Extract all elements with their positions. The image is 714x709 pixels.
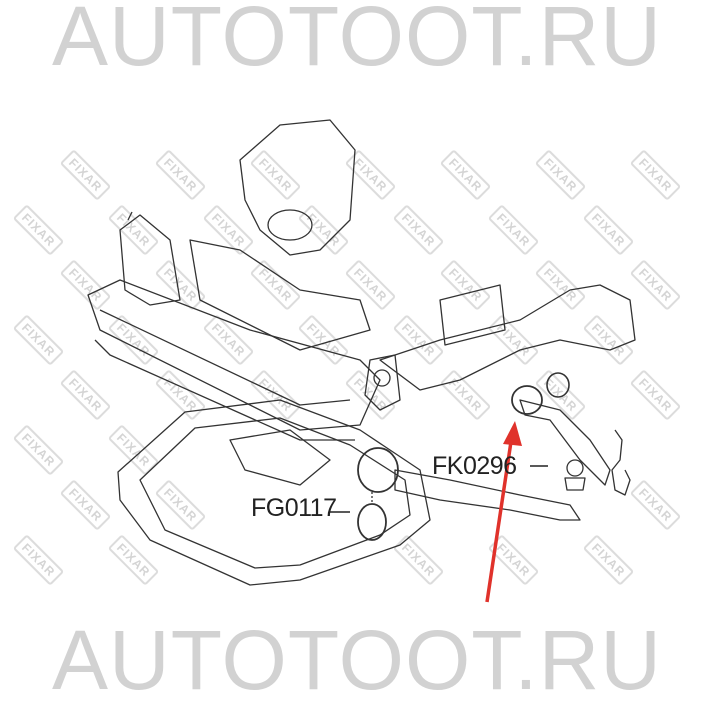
strut-tower: [239, 119, 356, 256]
skid-plate: [117, 399, 431, 586]
tension-strut: [394, 469, 581, 521]
front-crossmember: [87, 279, 381, 431]
rear-beam: [379, 284, 636, 391]
control-arm: [519, 399, 611, 486]
watermark-bottom: AUTOTOOT.RU: [52, 613, 662, 707]
part-label-fk0296: FK0296: [432, 452, 517, 480]
part-label-fg0117: FG0117: [251, 494, 337, 522]
pointer-arrow: [485, 421, 522, 603]
watermark-top: AUTOTOOT.RU: [52, 0, 662, 83]
